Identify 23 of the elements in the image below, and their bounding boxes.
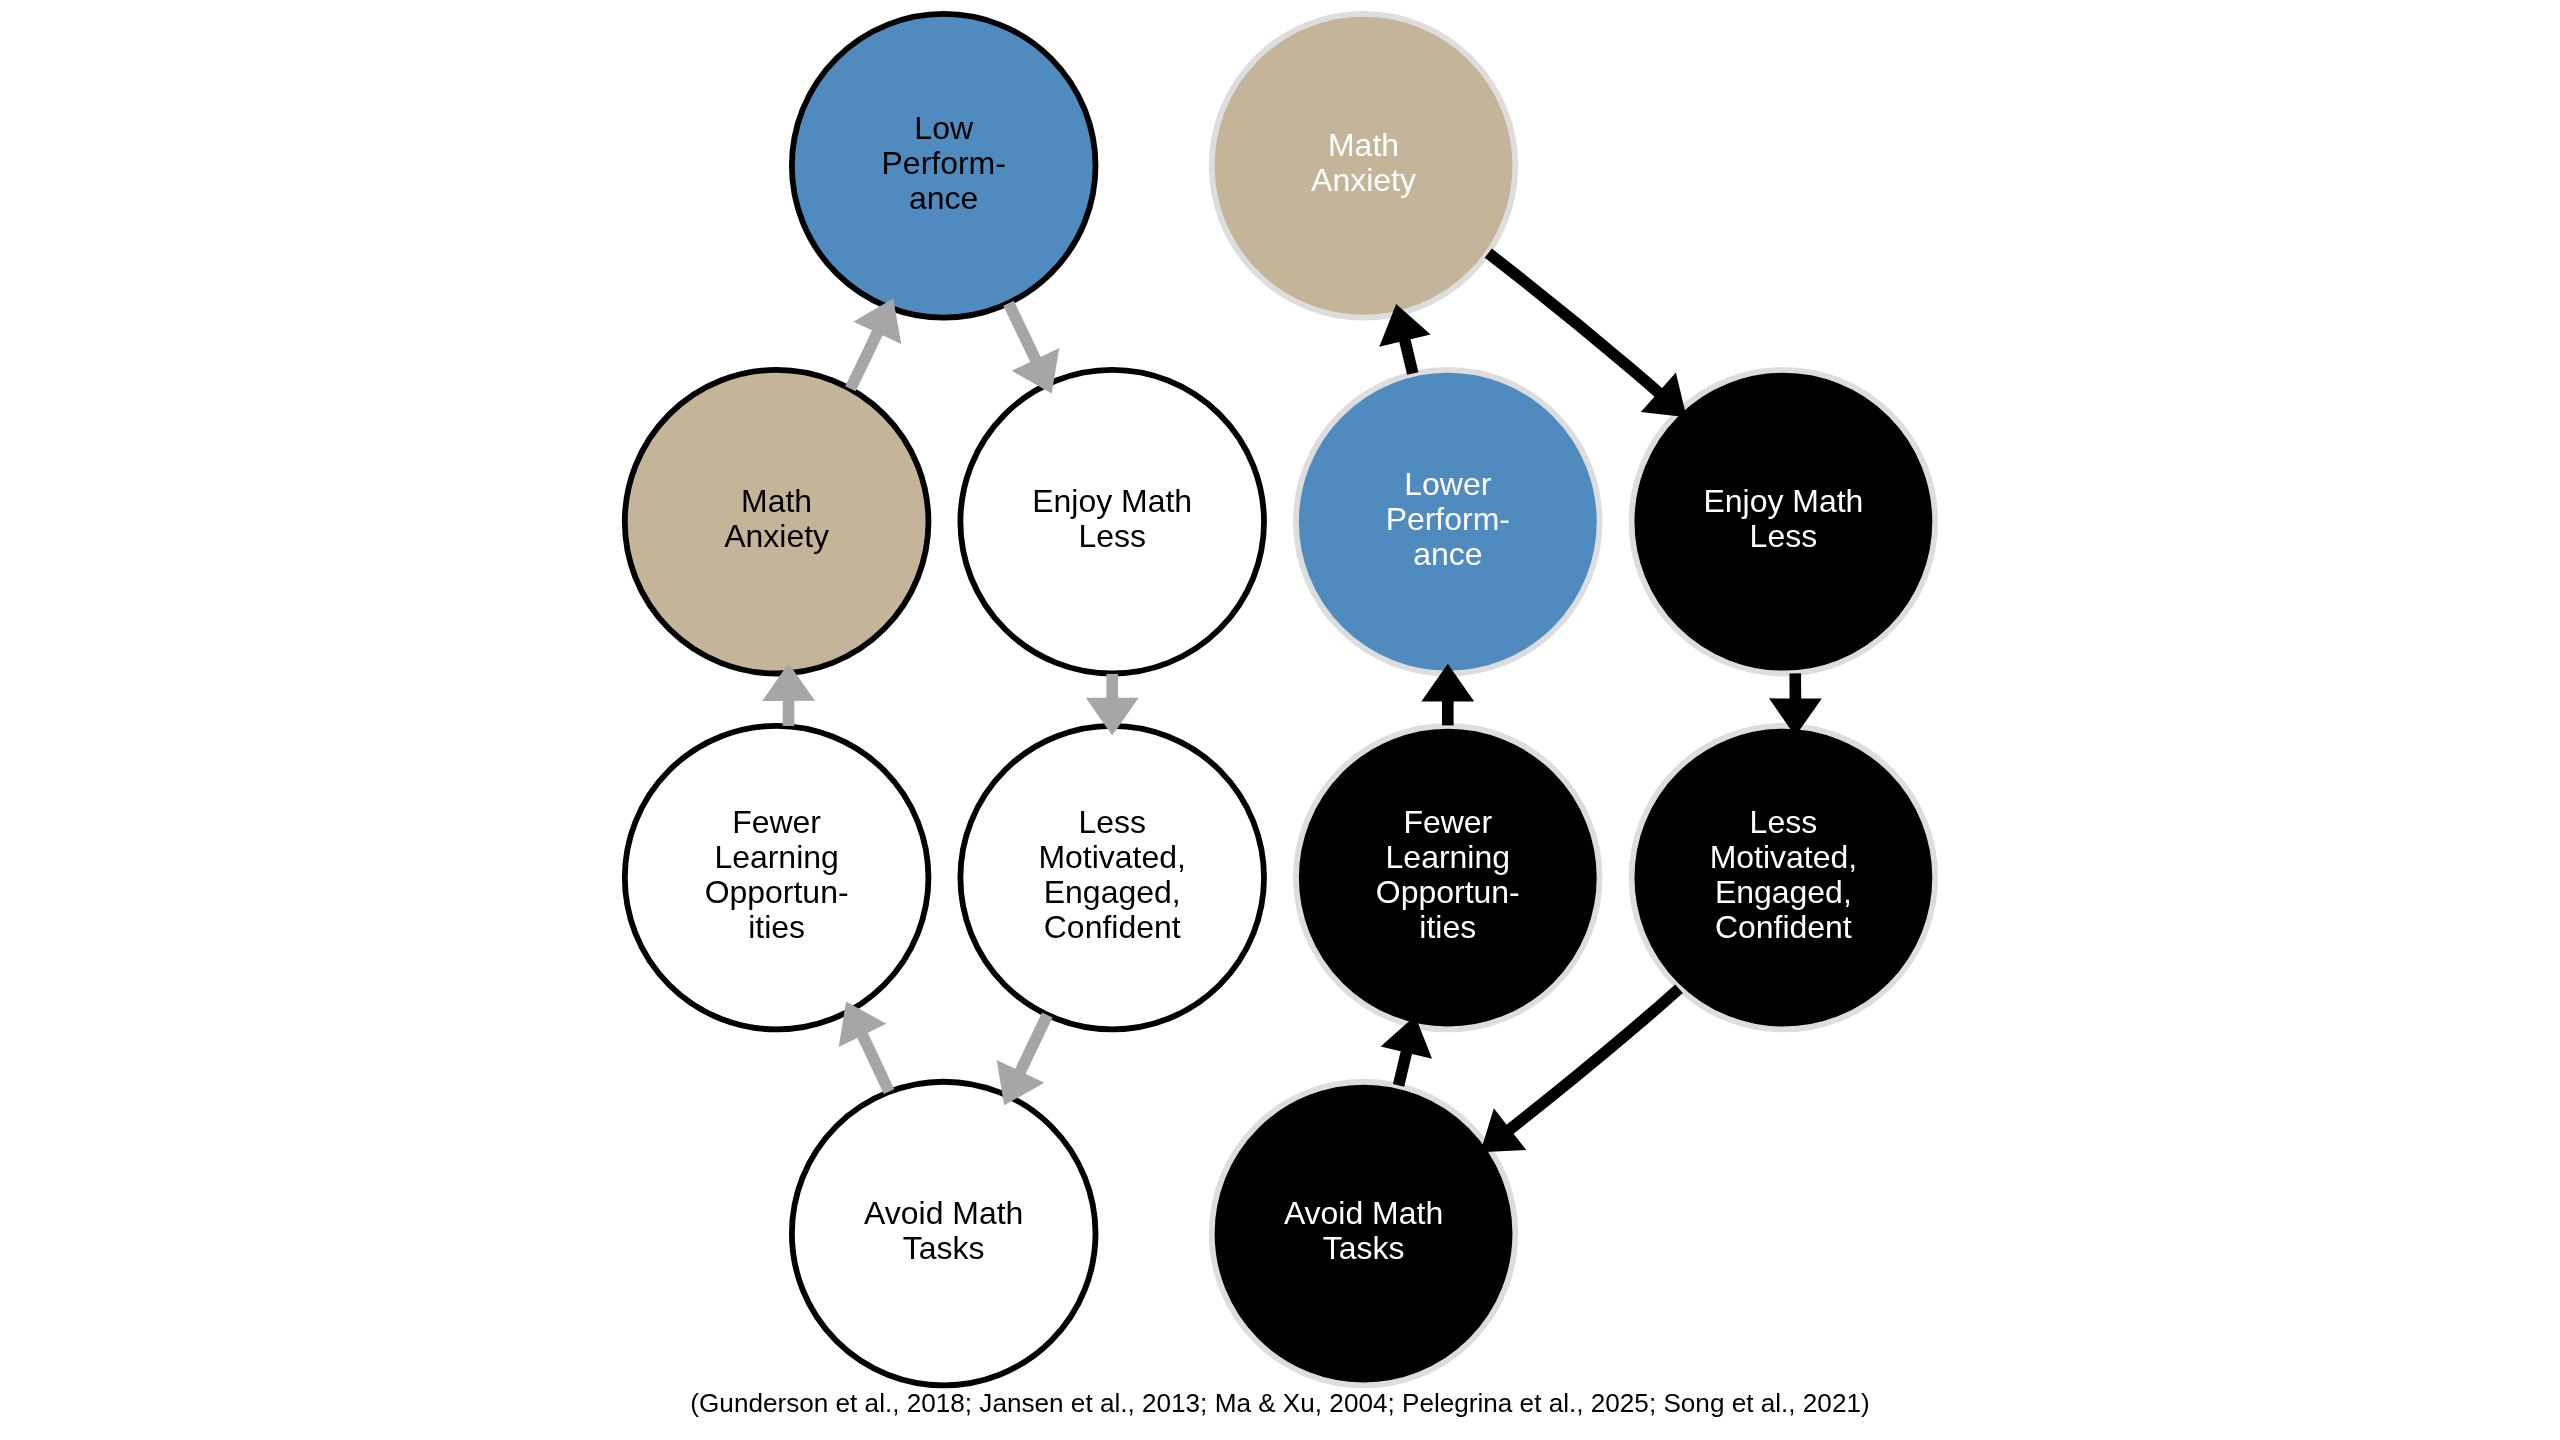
arrow xyxy=(1484,248,1687,418)
arrow xyxy=(1480,984,1683,1153)
node-circle: Enjoy Math Less xyxy=(957,367,1267,677)
arrow xyxy=(1003,300,1060,394)
node-circle: Enjoy Math Less xyxy=(1628,367,1939,677)
arrow xyxy=(1379,304,1431,375)
node-circle: Avoid Math Tasks xyxy=(1208,1078,1519,1389)
arrow xyxy=(762,663,816,727)
node-circle: Math Anxiety xyxy=(621,367,932,677)
arrow xyxy=(1421,663,1475,726)
node-circle: Low Perform- ance xyxy=(788,11,1099,321)
node-circle: Lower Perform- ance xyxy=(1293,367,1603,677)
node-circle: Less Motivated, Engaged, Confident xyxy=(957,722,1267,1033)
caption: (Gunderson et al., 2018; Jansen et al., 2013; Ma & Xu, 2004; Pelegrina et al., 2025; Song et al., 2021) xyxy=(690,1388,1870,1419)
arrow xyxy=(845,298,902,392)
arrow xyxy=(996,1012,1053,1106)
node-circle: Fewer Learning Opportun- ities xyxy=(1293,722,1603,1033)
arrow xyxy=(1085,673,1139,736)
node-circle: Fewer Learning Opportun- ities xyxy=(621,722,932,1033)
node-circle: Avoid Math Tasks xyxy=(788,1078,1099,1389)
node-circle: Less Motivated, Engaged, Confident xyxy=(1628,722,1939,1033)
node-circle: Math Anxiety xyxy=(1208,11,1519,321)
arrow xyxy=(838,1001,895,1095)
